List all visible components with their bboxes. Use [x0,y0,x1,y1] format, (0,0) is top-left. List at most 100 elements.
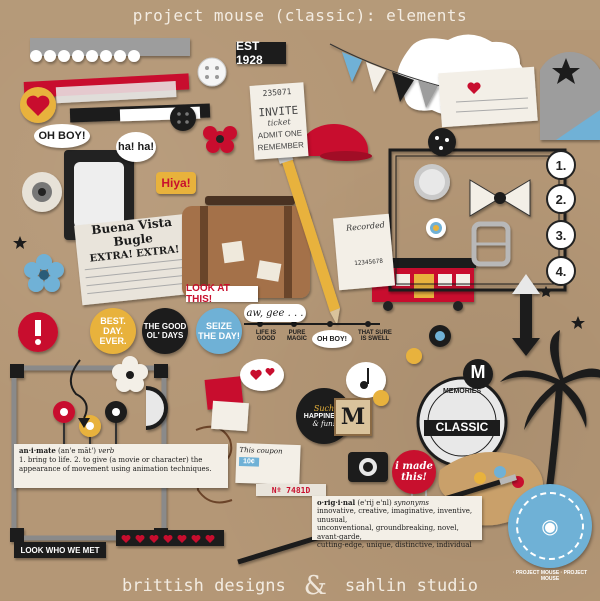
pennant-banner [329,43,441,108]
suitcase [182,196,310,298]
aw-gee-banner: aw, gee . . . [244,304,306,322]
hearts-bubble [240,359,284,391]
note-card [438,66,538,128]
metal-buckle [471,221,511,267]
coupon-stub: This coupon 10¢ [235,442,301,486]
best-day-text: BEST. DAY. EVER. [99,316,127,346]
good-ol-text: THE GOOD OL' DAYS [143,322,187,340]
aw-gee-text: aw, gee . . . [246,307,304,319]
definition-pos: verb [98,447,115,455]
small-blue-flower [426,218,446,238]
definition-line-1: 1. bring to life. 2. to give (a movie or… [19,455,203,464]
bottle-cap [414,164,450,200]
number-3: 3. [555,227,567,243]
number-4: 4. [555,263,567,279]
classic-seal [416,359,508,468]
invite-ticket: 235071 INVITE ticket ADMIT ONE REMEMBER [249,82,309,160]
look-who-text: LOOK WHO WE MET [20,545,100,555]
seal-letter: M [470,362,486,382]
timeline [244,321,380,327]
red-flower [203,126,237,153]
star-confetti [13,236,585,329]
hiya-tag: Hiya! [156,172,196,194]
yellow-button [373,390,389,406]
original-line-1: innovative, creative, imaginative, inven… [317,507,473,524]
blue-flower [24,254,64,292]
flower-cluster [406,325,451,364]
definition-line-2: appearance of movement using animation t… [19,464,212,473]
timeline-oh-boy: OH BOY! [312,330,352,348]
est-label: EST 1928 [236,39,263,67]
black-arrow [512,274,540,356]
i-made-this-text: i made this! [395,461,433,483]
est-1928-tag: EST 1928 [236,39,286,67]
page-title: project mouse (classic): elements [0,0,600,30]
letter-tile-m: M [334,398,372,436]
exclaim-badge [18,312,58,352]
hiya-text: Hiya! [161,176,191,190]
ticket-admit: ADMIT ONE [257,128,303,141]
original-line-2: unconventional, groundbreaking, novel, a… [317,524,459,541]
photo-frame [64,150,134,240]
camera-icon: ◉ [541,515,559,538]
oh-boy-bubble: OH BOY! [34,124,90,148]
black-button [170,105,196,131]
definition-word: an·i·mate [19,446,56,455]
heart-pin [20,87,56,123]
coupon-number: Nº 7481D [256,484,326,496]
scalloped-ribbon [30,38,190,62]
seal-main-text: CLASSIC [435,420,489,434]
ha-ha-bubble: ha! ha! [116,132,156,162]
tile-letter: M [340,404,366,430]
cream-flower [112,356,148,392]
definition-pron: (an'e māt') [58,447,97,455]
original-word: o·rig·i·nal [317,498,356,507]
heart-ribbon [116,530,224,546]
look-who-we-met-tag: LOOK WHO WE MET [14,542,106,558]
footer-right: sahlin studio [344,576,478,596]
timeline-label-1: LIFE IS GOOD [255,330,277,342]
original-pos: synonyms [393,499,429,507]
ticket-remember: REMEMBER [257,140,305,153]
seize-the-day-badge: SEIZE THE DAY! [196,308,242,354]
camera-badge [348,452,388,482]
ha-ha-text: ha! ha! [117,141,155,153]
polka-dot-badge [428,128,456,156]
polka-bow [469,179,531,217]
number-circle-3: 3. [546,220,576,250]
original-definition: o·rig·i·nal (e'rij e'nl) synonyms innova… [312,496,482,549]
recorded-label: Recorded 12345678 [342,220,392,268]
rosette [22,172,62,212]
half-circle-tag [540,52,600,140]
look-at-this-tag: LOOK AT THIS! [186,283,258,305]
title-text: project mouse (classic): elements [132,5,468,25]
half-moon [146,386,168,430]
look-at-this-text: LOOK AT THIS! [186,283,230,305]
animate-definition: an·i·mate (an'e māt') verb 1. bring to l… [14,444,228,488]
oh-boy-text: OH BOY! [38,130,86,142]
good-ol-days-badge: THE GOOD OL' DAYS [142,308,188,354]
footer-credits: brittish designs & sahlin studio [0,571,600,601]
happiness-fun: & fun! [312,420,336,428]
red-tag-stack [204,376,249,432]
original-line-3: cutting-edge, unique, distinctive, indiv… [317,540,472,549]
i-made-this-badge: i made this! [392,450,436,494]
happiness-such: Such [313,404,335,413]
number-circle-4: 4. [546,256,576,286]
recorded-card [332,213,396,291]
coupon-number-text: Nº 7481D [271,485,311,495]
happiness-main: HAPPINESS [303,413,345,420]
timeline-label-4: THAT SURE IS SWELL [358,330,392,342]
music-bubble [346,362,386,398]
coupon-price: 10¢ [238,456,259,467]
seal-top-text: MEMORIES [442,388,482,395]
ticket-number: 235071 [262,87,292,99]
red-cap [296,124,372,161]
best-day-ever-badge: BEST. DAY. EVER. [90,308,136,354]
seize-text: SEIZE THE DAY! [198,321,240,341]
original-pron: (e'rij e'nl) [357,499,392,507]
white-button [197,57,227,87]
timeline-label-2: PURE MAGIC [287,330,307,342]
footer-amp: & [303,571,327,601]
timeline-label-3: OH BOY! [317,335,347,343]
